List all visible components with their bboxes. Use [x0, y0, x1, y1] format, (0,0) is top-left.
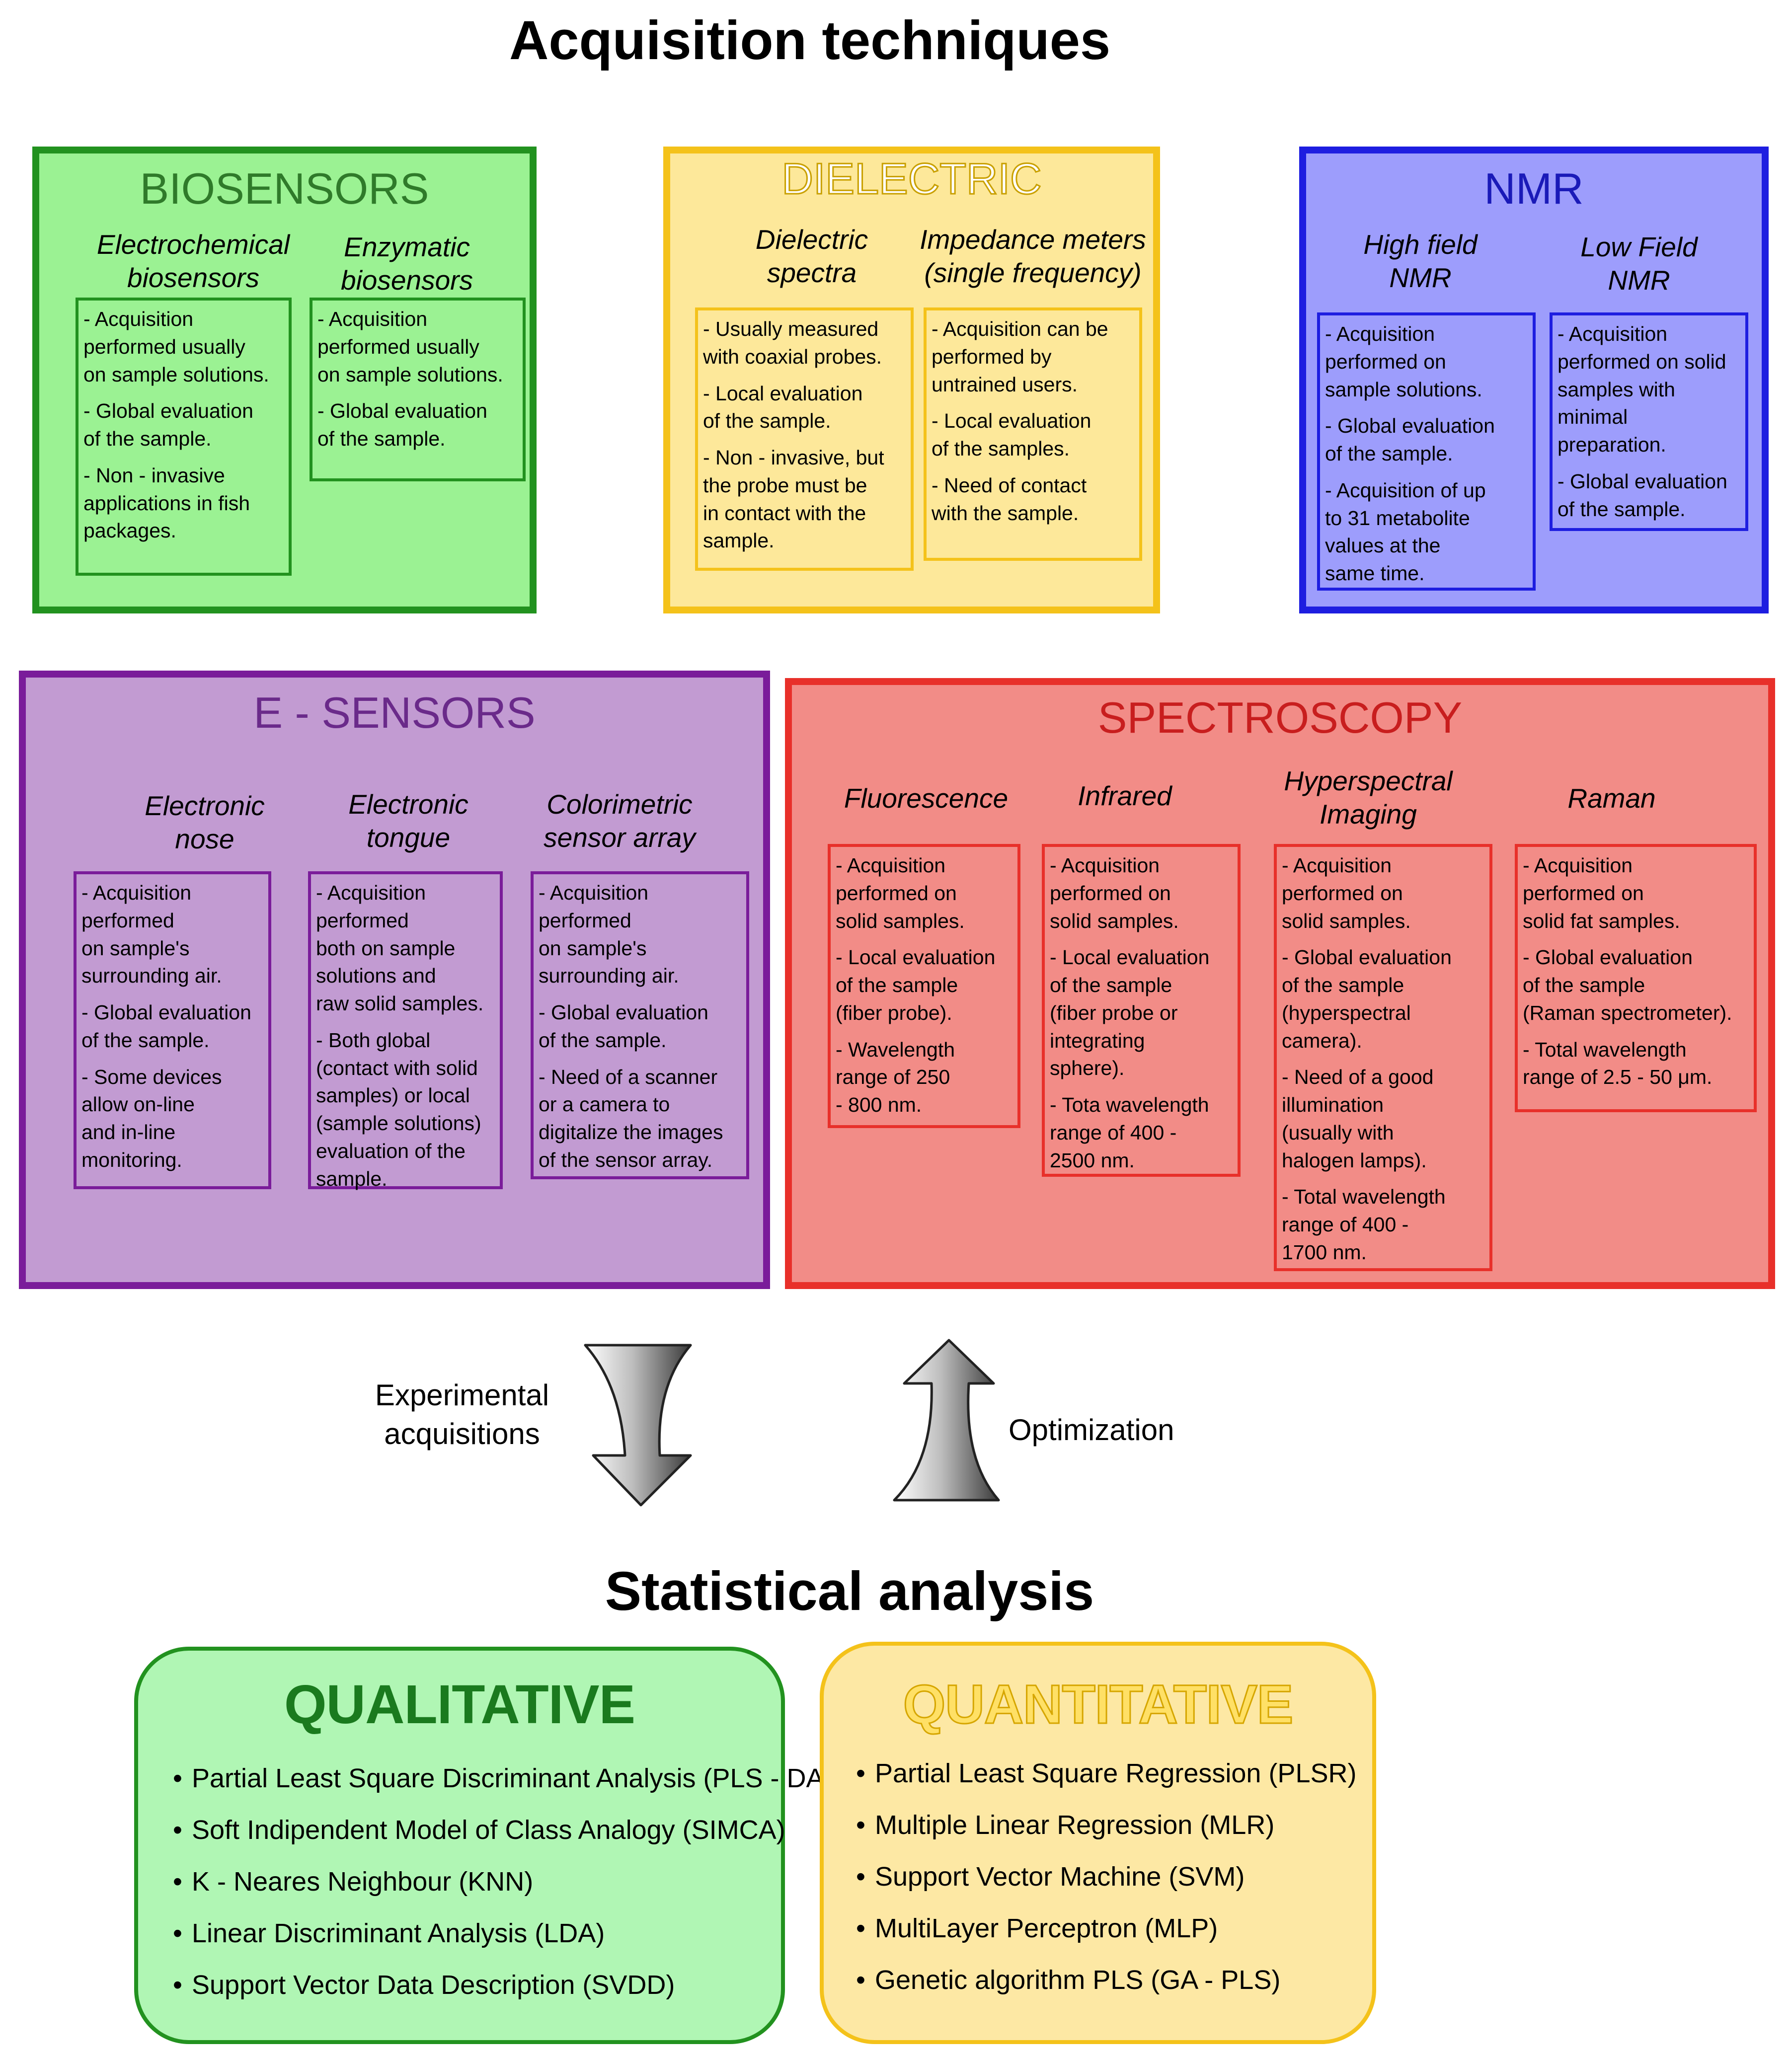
dielectric-spectra-point: - Usually measured with coaxial probes.: [703, 317, 882, 368]
dielectric-title: DIELECTRIC: [781, 153, 1042, 204]
list-item: Soft Indipendent Model of Class Analogy …: [173, 1804, 833, 1856]
nmr-panel: NMR High field NMR Low Field NMR - Acqui…: [1299, 147, 1769, 613]
low-field-box: - Acquisition performed on solid samples…: [1550, 312, 1748, 531]
enzymatic-point: - Global evaluation of the sample.: [317, 399, 487, 450]
fluorescence-box: - Acquisition performed on solid samples…: [828, 844, 1020, 1128]
hyperspectral-point: - Global evaluation of the sample (hyper…: [1282, 946, 1452, 1052]
high-field-point: - Acquisition performed on sample soluti…: [1325, 322, 1482, 401]
electronic-nose-point: - Global evaluation of the sample.: [81, 1001, 251, 1052]
infrared-label: Infrared: [1078, 780, 1172, 811]
high-field-box: - Acquisition performed on sample soluti…: [1317, 312, 1536, 591]
dielectric-spectra-box: - Usually measured with coaxial probes. …: [695, 307, 914, 571]
experimental-acquisitions-label: Experimental acquisitions: [375, 1378, 549, 1450]
quantitative-title: QUANTITATIVE: [902, 1674, 1294, 1736]
electronic-tongue-point: - Both global (contact with solid sample…: [316, 1028, 481, 1190]
qualitative-title: QUALITATIVE: [284, 1674, 635, 1735]
list-item: Support Vector Machine (SVM): [856, 1851, 1356, 1903]
spectroscopy-title: SPECTROSCOPY: [1097, 693, 1463, 742]
electronic-tongue-label: Electronic tongue: [348, 789, 468, 853]
low-field-label: Low Field NMR: [1580, 231, 1698, 296]
list-item: Multiple Linear Regression (MLR): [856, 1799, 1356, 1851]
colorimetric-box: - Acquisition performed on sample's surr…: [531, 871, 749, 1179]
hyperspectral-label: Hyperspectral Imaging: [1284, 765, 1453, 830]
electrochemical-point: - Non - invasive applications in fish pa…: [83, 463, 250, 542]
enzymatic-point: - Acquisition performed usually on sampl…: [317, 307, 503, 386]
colorimetric-label: Colorimetric sensor array: [544, 789, 696, 853]
infrared-point: - Acquisition performed on solid samples…: [1050, 854, 1179, 932]
list-item: K - Neares Neighbour (KNN): [173, 1856, 833, 1907]
low-field-point: - Global evaluation of the sample.: [1558, 469, 1727, 521]
list-item: MultiLayer Perceptron (MLP): [856, 1903, 1356, 1954]
electronic-nose-point: - Acquisition performed on sample's surr…: [81, 881, 222, 988]
spectroscopy-panel: SPECTROSCOPY Fluorescence Infrared Hyper…: [785, 678, 1775, 1289]
enzymatic-label: Enzymatic biosensors: [341, 231, 473, 296]
high-field-point: - Global evaluation of the sample.: [1325, 414, 1495, 465]
electrochemical-point: - Acquisition performed usually on sampl…: [83, 307, 269, 386]
dielectric-spectra-point: - Local evaluation of the sample.: [703, 381, 863, 433]
high-field-point: - Acquisition of up to 31 metabolite val…: [1325, 478, 1486, 585]
esensors-title: E - SENSORS: [253, 688, 536, 737]
nmr-title: NMR: [1484, 164, 1584, 213]
fluorescence-point: - Local evaluation of the sample (fiber …: [836, 946, 996, 1024]
electronic-nose-box: - Acquisition performed on sample's surr…: [74, 871, 271, 1189]
up-arrow-icon: [893, 1339, 1000, 1502]
list-item: Partial Least Square Discriminant Analys…: [173, 1752, 833, 1804]
dielectric-spectra-label: Dielectric spectra: [755, 224, 868, 289]
statistical-analysis-title: Statistical analysis: [605, 1561, 1094, 1622]
list-item: Linear Discriminant Analysis (LDA): [173, 1907, 833, 1959]
hyperspectral-box: - Acquisition performed on solid samples…: [1274, 844, 1492, 1271]
electronic-tongue-point: - Acquisition performed both on sample s…: [316, 881, 484, 1015]
raman-point: - Acquisition performed on solid fat sam…: [1523, 854, 1680, 932]
down-arrow-icon: [584, 1344, 692, 1507]
low-field-point: - Acquisition performed on solid samples…: [1558, 322, 1726, 456]
quantitative-list: Partial Least Square Regression (PLSR) M…: [856, 1748, 1356, 2006]
optimization-label: Optimization: [1009, 1413, 1174, 1446]
impedance-box: - Acquisition can be performed by untrai…: [924, 307, 1142, 561]
fluorescence-label: Fluorescence: [844, 783, 1009, 814]
biosensors-title: BIOSENSORS: [140, 164, 429, 213]
biosensors-panel: BIOSENSORS Electrochemical biosensors En…: [32, 147, 537, 613]
hyperspectral-point: - Need of a good illumination (usually w…: [1282, 1066, 1434, 1172]
qualitative-list: Partial Least Square Discriminant Analys…: [173, 1752, 833, 2011]
raman-label: Raman: [1567, 783, 1656, 814]
high-field-label: High field NMR: [1363, 229, 1478, 294]
electronic-tongue-box: - Acquisition performed both on sample s…: [308, 871, 503, 1190]
electronic-nose-point: - Some devices allow on-line and in-line…: [81, 1065, 222, 1171]
fluorescence-point: - Acquisition performed on solid samples…: [836, 854, 965, 932]
esensors-panel: E - SENSORS Electronic nose Electronic t…: [19, 671, 770, 1289]
electrochemical-point: - Global evaluation of the sample.: [83, 399, 253, 450]
enzymatic-box: - Acquisition performed usually on sampl…: [310, 298, 526, 481]
list-item: Partial Least Square Regression (PLSR): [856, 1748, 1356, 1799]
impedance-point: - Need of contact with the sample.: [932, 473, 1087, 525]
hyperspectral-point: - Total wavelength range of 400 - 1700 n…: [1282, 1185, 1446, 1264]
hyperspectral-point: - Acquisition performed on solid samples…: [1282, 854, 1411, 932]
electrochemical-box: - Acquisition performed usually on sampl…: [76, 298, 292, 576]
dielectric-panel: DIELECTRIC Dielectric spectra Impedance …: [663, 147, 1160, 613]
fluorescence-point: - Wavelength range of 250 - 800 nm.: [836, 1038, 955, 1117]
main-title: Acquisition techniques: [509, 10, 1111, 71]
colorimetric-point: - Global evaluation of the sample.: [539, 1001, 708, 1052]
quantitative-panel: QUANTITATIVE Partial Least Square Regres…: [820, 1642, 1376, 2044]
infrared-point: - Local evaluation of the sample (fiber …: [1050, 946, 1210, 1080]
dielectric-spectra-point: - Non - invasive, but the probe must be …: [703, 446, 884, 552]
infrared-box: - Acquisition performed on solid samples…: [1042, 844, 1241, 1177]
impedance-label: Impedance meters (single frequency): [920, 224, 1146, 289]
raman-point: - Total wavelength range of 2.5 - 50 μm.: [1523, 1038, 1713, 1089]
list-item: Genetic algorithm PLS (GA - PLS): [856, 1954, 1356, 2006]
electronic-nose-label: Electronic nose: [145, 790, 265, 855]
colorimetric-point: - Acquisition performed on sample's surr…: [539, 881, 679, 988]
impedance-point: - Local evaluation of the samples.: [932, 409, 1091, 460]
colorimetric-point: - Need of a scanner or a camera to digit…: [539, 1065, 723, 1171]
list-item: Support Vector Data Description (SVDD): [173, 1959, 833, 2011]
raman-box: - Acquisition performed on solid fat sam…: [1515, 844, 1757, 1112]
infrared-point: - Tota wavelength range of 400 - 2500 nm…: [1050, 1093, 1209, 1172]
electrochemical-label: Electrochemical biosensors: [96, 229, 290, 294]
raman-point: - Global evaluation of the sample (Raman…: [1523, 946, 1732, 1024]
qualitative-panel: QUALITATIVE Partial Least Square Discrim…: [134, 1647, 833, 2044]
impedance-point: - Acquisition can be performed by untrai…: [932, 317, 1108, 396]
